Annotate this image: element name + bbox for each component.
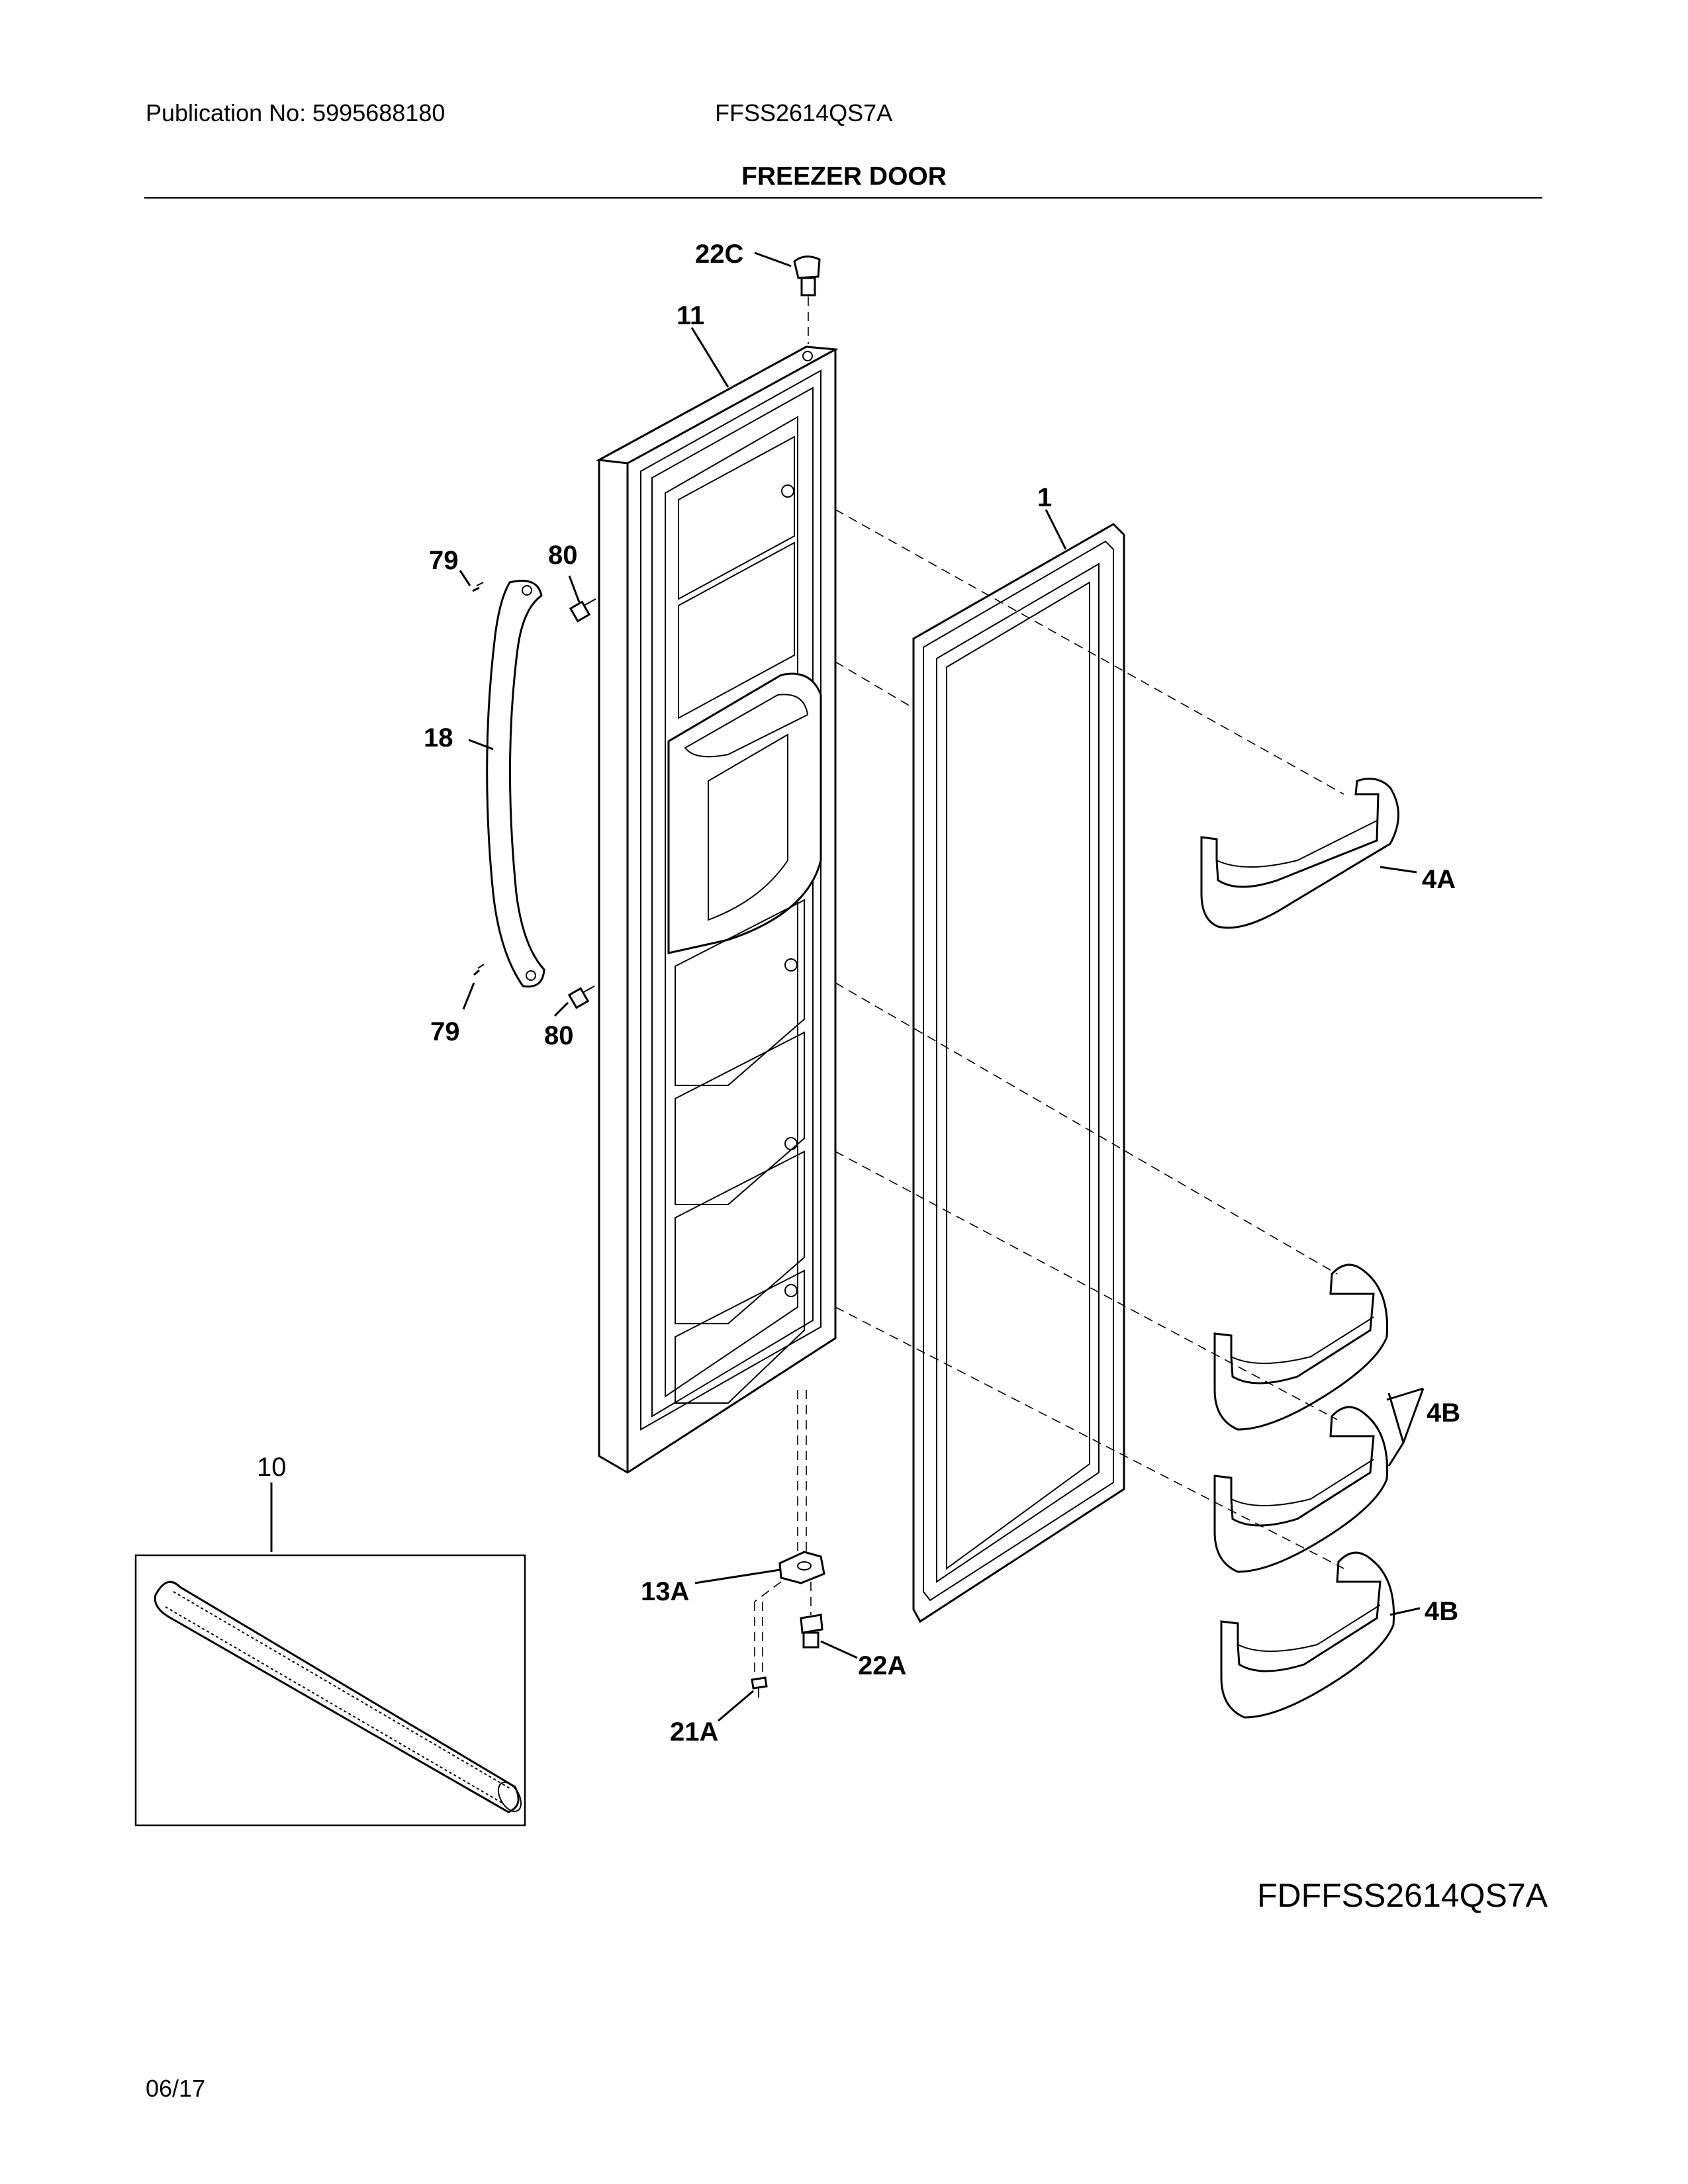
- alignment-lines: [754, 509, 1344, 1674]
- bottom-hinge-bracket[interactable]: [778, 1551, 825, 1584]
- callout-21a: 21A: [670, 1717, 718, 1747]
- door-bin-4a[interactable]: [1200, 778, 1399, 929]
- handle-mount-stud-top[interactable]: [569, 598, 596, 623]
- door-bin-4b-1[interactable]: [1213, 1263, 1389, 1431]
- top-hinge-pin[interactable]: [793, 255, 821, 344]
- freezer-door-assembly[interactable]: [596, 345, 839, 1474]
- door-bin-4b-3[interactable]: [1220, 1551, 1395, 1719]
- callout-18: 18: [424, 723, 453, 752]
- section-title: FREEZER DOOR: [741, 162, 947, 191]
- callout-80-top: 80: [548, 541, 578, 570]
- tubing-inset[interactable]: [134, 1554, 526, 1827]
- callout-11: 11: [677, 301, 704, 330]
- drawing-id: FDFFSS2614QS7A: [1256, 1877, 1548, 1914]
- handle-screw-top[interactable]: [472, 582, 484, 592]
- door-handle[interactable]: [486, 580, 545, 988]
- publication-number: Publication No: 5995688180: [146, 99, 445, 126]
- hinge-screw[interactable]: [751, 1676, 768, 1698]
- callout-79-top: 79: [429, 546, 459, 575]
- callout-1: 1: [1037, 483, 1052, 512]
- callout-13a: 13A: [641, 1577, 689, 1606]
- callout-79-bottom: 79: [430, 1017, 460, 1046]
- door-bin-4b-2[interactable]: [1213, 1406, 1389, 1573]
- callout-22a: 22A: [858, 1651, 906, 1680]
- callout-4b-top: 4B: [1427, 1398, 1460, 1428]
- publication-date: 06/17: [146, 2075, 206, 2102]
- door-gasket[interactable]: [912, 523, 1125, 1623]
- model-number: FFSS2614QS7A: [715, 99, 893, 126]
- handle-mount-stud-bottom[interactable]: [567, 985, 595, 1009]
- header-rule: [144, 197, 1542, 199]
- callout-10: 10: [257, 1453, 287, 1482]
- leader-lines: [270, 251, 1425, 1722]
- callout-22c: 22C: [695, 240, 743, 269]
- callout-4a: 4A: [1422, 865, 1456, 894]
- callout-80-bottom: 80: [544, 1021, 574, 1050]
- handle-screw-bottom[interactable]: [473, 964, 485, 976]
- callout-4b-bottom: 4B: [1425, 1597, 1458, 1626]
- bottom-hinge-pin[interactable]: [800, 1614, 823, 1649]
